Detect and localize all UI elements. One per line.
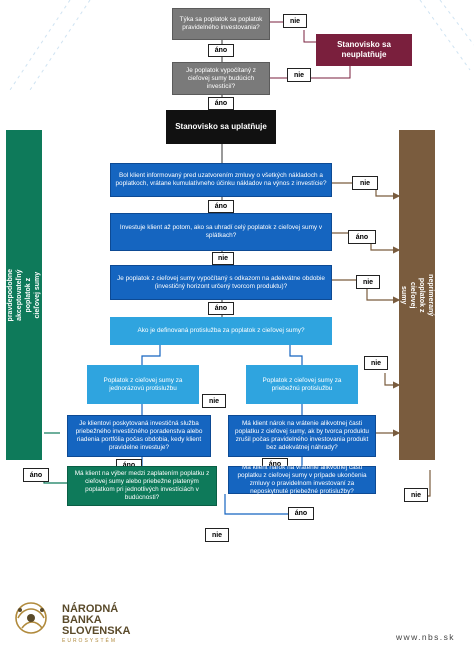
label-yes: áno <box>208 44 234 57</box>
not-applies-box: Stanovisko sa neuplatňuje <box>316 34 412 66</box>
logo-subtitle: EUROSYSTÉM <box>62 638 118 644</box>
label-yes: áno <box>23 468 49 482</box>
label-no: nie <box>364 356 388 370</box>
label-no: nie <box>287 68 311 82</box>
question-service-definition: Ako je definovaná protislužba za poplato… <box>110 317 332 345</box>
website-url: www.nbs.sk <box>396 632 455 642</box>
applies-box: Stanovisko sa uplatňuje <box>166 110 276 144</box>
label-yes: áno <box>208 302 234 315</box>
question-refund-contract-termination: Má klient nárok na vrátenie alikvotnej č… <box>228 464 376 495</box>
logo-line-1: NÁRODNÁ <box>62 603 119 615</box>
nbs-logo-icon <box>15 602 47 634</box>
label-yes: áno <box>208 200 234 213</box>
question-informed: Bol klient informovaný pred uzatvorením … <box>110 163 332 197</box>
acceptable-fee-bar: pravdepodobne akceptovateľný poplatok z … <box>6 130 42 460</box>
label-yes: áno <box>288 507 314 520</box>
question-regular-investing: Týka sa poplatok sa poplatok pravidelnéh… <box>172 8 270 40</box>
label-no: nie <box>205 528 229 542</box>
unreasonable-fee-bar: neprimeraný poplatok z cieľovej sumy <box>399 130 435 460</box>
one-time-service-box: Poplatok z cieľovej sumy za jednorázovú … <box>87 365 199 404</box>
logo-line-3: SLOVENSKA <box>62 625 131 637</box>
question-payment-choice: Má klient na výber medzi zaplatením popl… <box>67 466 217 506</box>
label-no: nie <box>202 394 226 408</box>
label-no: nie <box>356 275 380 289</box>
question-adequate-period: Je poplatok z cieľovej sumy vypočítaný s… <box>110 265 332 300</box>
question-refund-product-cancelled: Má klient nárok na vrátenie alikvotnej č… <box>228 415 376 457</box>
logo-line-2: BANKA <box>62 614 102 626</box>
unreasonable-fee-label: neprimeraný poplatok z cieľovej sumy <box>399 273 435 317</box>
label-no: nie <box>404 488 428 502</box>
label-yes: áno <box>208 97 234 110</box>
label-yes: áno <box>348 230 376 244</box>
acceptable-fee-label: pravdepodobne akceptovateľný poplatok z … <box>6 268 42 322</box>
question-invests-after-paid: Investuje klient až potom, ako sa uhradí… <box>110 213 332 251</box>
ongoing-service-box: Poplatok z cieľovej sumy za priebežnú pr… <box>246 365 358 404</box>
label-no: nie <box>212 252 234 265</box>
label-no: nie <box>283 14 307 28</box>
question-advisory-service: Je klientovi poskytovaná investičná služ… <box>67 415 211 457</box>
question-target-sum: Je poplatok vypočítaný z cieľovej sumy b… <box>172 62 270 95</box>
label-no: nie <box>352 176 378 190</box>
